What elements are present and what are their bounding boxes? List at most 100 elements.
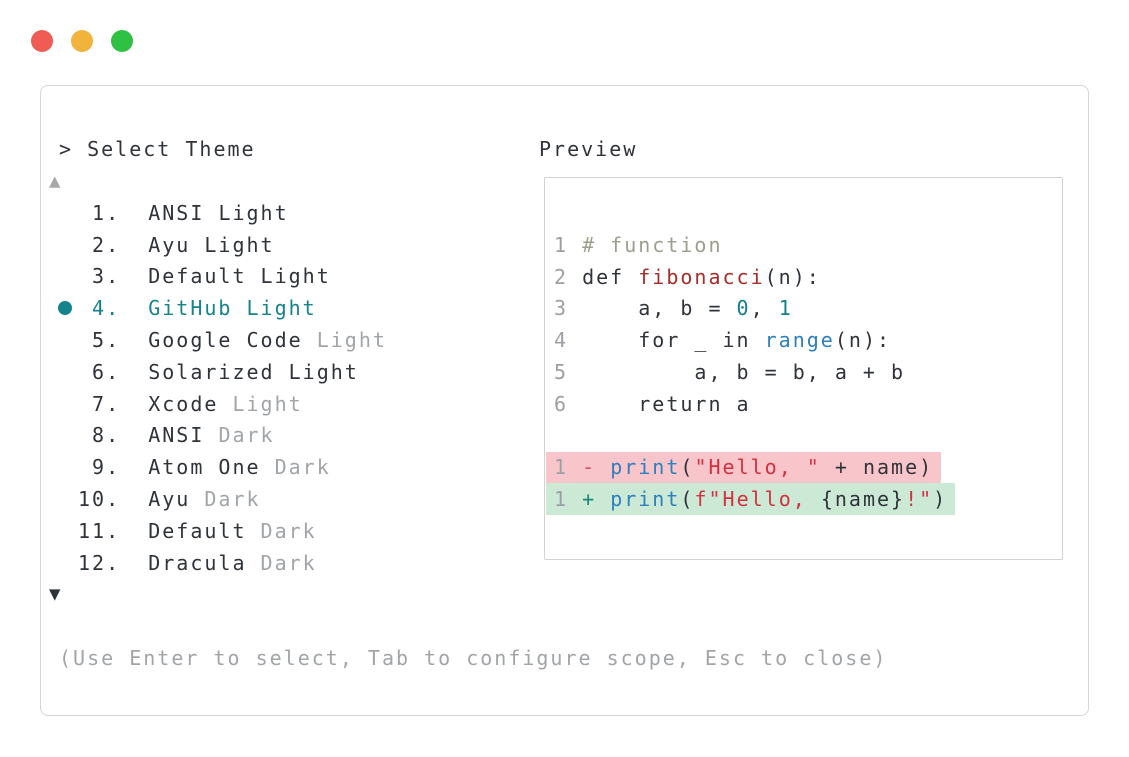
theme-item-variant: Light: [218, 200, 289, 225]
code-line: 6 return a: [546, 388, 751, 420]
theme-item-variant: Dark: [274, 455, 331, 480]
code-token-text: a, b = b, a + b: [582, 360, 906, 385]
theme-item-name: Solarized: [148, 359, 289, 384]
theme-item-variant: Light: [232, 391, 303, 416]
theme-item-ayu-dark[interactable]: 10. Ayu Dark: [78, 483, 261, 515]
code-token-call: print: [610, 487, 681, 512]
window-controls: [31, 30, 133, 52]
code-token-comment: # function: [582, 232, 723, 257]
prompt-marker: >: [59, 136, 74, 161]
code-token-text: for _ in: [582, 328, 765, 353]
code-token-text: {name}: [820, 487, 906, 512]
code-token-text: return a: [582, 391, 751, 416]
diff-added-line: 1 + print(f"Hello, {name}!"): [546, 483, 956, 516]
theme-item-number: 2.: [78, 232, 149, 257]
theme-item-number: 12.: [78, 550, 149, 575]
theme-picker-panel: > Select Theme ▲ 1. ANSI Light 2. Ayu Li…: [40, 85, 1089, 716]
code-line: 2 def fibonacci(n):: [546, 261, 821, 293]
theme-item-xcode-light[interactable]: 7. Xcode Light: [78, 388, 303, 420]
diff-removed-line: 1 - print("Hello, " + name): [546, 451, 942, 484]
theme-item-default-light[interactable]: 3. Default Light: [78, 261, 331, 293]
theme-item-name: ANSI: [148, 200, 219, 225]
line-number: 1: [554, 232, 583, 257]
code-token-call: print: [610, 455, 681, 480]
theme-item-number: 7.: [78, 391, 149, 416]
theme-item-number: 6.: [78, 359, 149, 384]
theme-item-number: 5.: [78, 328, 149, 353]
theme-item-number: 4.: [78, 296, 149, 321]
line-number: 3: [554, 296, 583, 321]
theme-item-ansi-light[interactable]: 1. ANSI Light: [78, 197, 289, 229]
theme-item-ansi-dark[interactable]: 8. ANSI Dark: [78, 420, 275, 452]
theme-item-name: Ayu: [148, 487, 205, 512]
theme-item-variant: Dark: [218, 423, 275, 448]
theme-item-variant: Dark: [260, 518, 317, 543]
code-token-text: (n):: [834, 328, 892, 353]
code-token-function-name: fibonacci: [638, 264, 765, 289]
code-token-text: def: [582, 264, 639, 289]
theme-item-google-code-light[interactable]: 5. Google Code Light: [78, 324, 387, 356]
code-token-string: "Hello, ": [694, 455, 821, 480]
theme-item-dracula-dark[interactable]: 12. Dracula Dark: [78, 547, 317, 579]
theme-item-name: Atom One: [148, 455, 275, 480]
theme-item-solarized-light[interactable]: 6. Solarized Light: [78, 356, 359, 388]
theme-item-github-light[interactable]: 4. GitHub Light: [58, 292, 317, 324]
theme-item-name: ANSI: [148, 423, 219, 448]
theme-item-variant: Light: [316, 328, 387, 353]
theme-item-name: Dracula: [148, 550, 261, 575]
line-number: 2: [554, 264, 583, 289]
code-token-text: (: [680, 487, 695, 512]
preview-label: Preview: [539, 136, 638, 161]
code-token-diff-plus: +: [582, 487, 611, 512]
code-token-text: (: [680, 455, 695, 480]
code-token-string: f"Hello,: [694, 487, 821, 512]
theme-item-number: 8.: [78, 423, 149, 448]
theme-item-number: 9.: [78, 455, 149, 480]
theme-item-variant: Light: [288, 359, 359, 384]
code-line: 3 a, b = 0, 1: [546, 293, 793, 325]
theme-item-number: 3.: [78, 264, 149, 289]
code-token-diff-minus: -: [582, 455, 611, 480]
theme-item-variant: Dark: [204, 487, 261, 512]
code-blank-line: [546, 420, 554, 452]
theme-item-name: Google Code: [148, 328, 317, 353]
scroll-up-icon[interactable]: ▲: [49, 169, 63, 192]
code-token-text: a, b =: [582, 296, 737, 321]
theme-item-name: Ayu: [148, 232, 205, 257]
theme-item-name: Default: [148, 264, 261, 289]
line-number: 1: [554, 455, 583, 480]
selected-bullet-icon: [58, 301, 72, 316]
theme-item-number: 11.: [78, 518, 149, 543]
theme-item-name: GitHub: [148, 296, 247, 321]
theme-item-name: Default: [148, 518, 261, 543]
theme-item-variant: Light: [246, 296, 317, 321]
code-token-text: ): [933, 487, 948, 512]
code-line: 4 for _ in range(n):: [546, 324, 891, 356]
close-button[interactable]: [31, 30, 53, 52]
code-token-text: (n):: [764, 264, 821, 289]
line-number: 5: [554, 360, 583, 385]
line-number: 1: [554, 487, 583, 512]
code-token-string: !": [905, 487, 934, 512]
code-line: 5 a, b = b, a + b: [546, 356, 905, 388]
code-token-number-literal: 1: [778, 296, 793, 321]
code-token-text: ,: [750, 296, 779, 321]
code-token-call: range: [764, 328, 835, 353]
theme-item-atom-one-dark[interactable]: 9. Atom One Dark: [78, 451, 331, 483]
theme-item-name: Xcode: [148, 391, 233, 416]
code-token-number-literal: 0: [736, 296, 751, 321]
line-number: 6: [554, 391, 583, 416]
theme-item-variant: Dark: [260, 550, 317, 575]
scroll-down-icon[interactable]: ▼: [49, 582, 63, 605]
theme-item-variant: Light: [260, 264, 331, 289]
theme-item-ayu-light[interactable]: 2. Ayu Light: [78, 229, 275, 261]
code-line: 1 # function: [546, 229, 723, 261]
line-number: 4: [554, 328, 583, 353]
theme-item-default-dark[interactable]: 11. Default Dark: [78, 515, 317, 547]
keyboard-hint: (Use Enter to select, Tab to configure s…: [59, 645, 888, 670]
select-theme-prompt: > Select Theme: [59, 133, 256, 165]
theme-item-number: 1.: [78, 200, 149, 225]
zoom-button[interactable]: [111, 30, 133, 52]
minimize-button[interactable]: [71, 30, 93, 52]
